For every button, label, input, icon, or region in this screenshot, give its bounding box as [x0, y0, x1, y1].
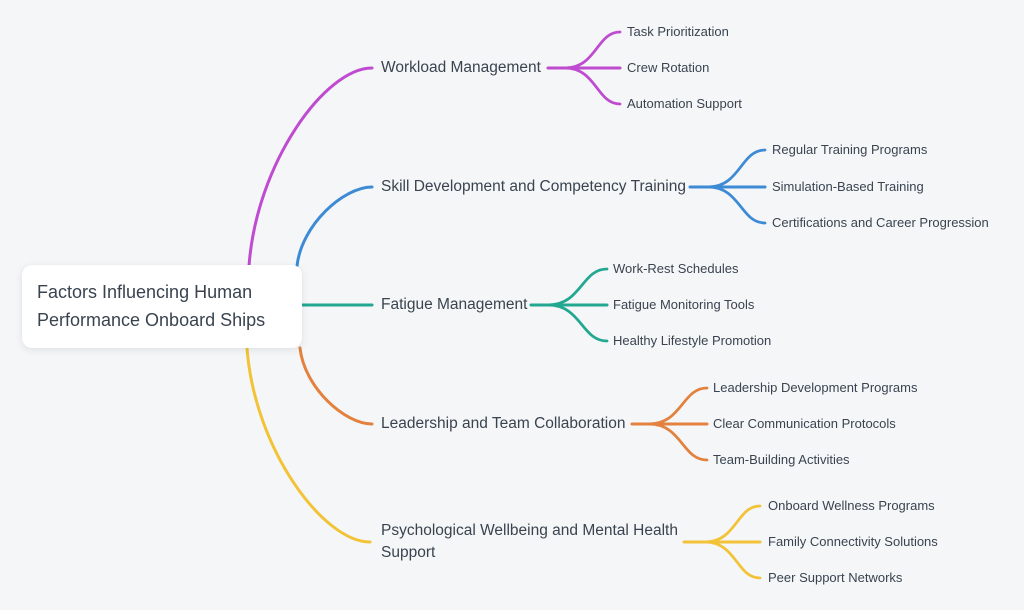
connector-path: [247, 66, 374, 268]
connector-path: [706, 148, 767, 189]
connector-path: [703, 504, 762, 544]
child-label: Work-Rest Schedules: [613, 261, 739, 276]
child-label: Peer Support Networks: [768, 570, 903, 585]
root-node-label-line-1: Factors Influencing Human: [37, 282, 253, 302]
branch-label: Psychological Wellbeing and Mental Healt…: [381, 522, 678, 561]
connector-path: [647, 422, 709, 462]
connector-path: [706, 185, 767, 225]
root-node-label-line-2: Performance Onboard Ships: [37, 310, 266, 330]
branch-label: Workload Management: [381, 59, 541, 76]
child-label: Crew Rotation: [627, 60, 710, 75]
root-node: Factors Influencing Human Performance On…: [22, 265, 302, 348]
child-label: Fatigue Monitoring Tools: [613, 297, 755, 312]
connector-path: [295, 185, 374, 268]
child-label: Clear Communication Protocols: [713, 416, 896, 431]
branch-label: Skill Development and Competency Trainin…: [381, 178, 686, 195]
connector-path: [546, 303, 609, 343]
child-label: Certifications and Career Progression: [772, 215, 989, 230]
child-label: Regular Training Programs: [772, 142, 928, 157]
connector-path: [563, 30, 622, 70]
child-label: Team-Building Activities: [713, 452, 850, 467]
child-label: Leadership Development Programs: [713, 380, 918, 395]
connector-path: [245, 346, 372, 544]
child-label: Healthy Lifestyle Promotion: [613, 333, 772, 348]
child-label: Automation Support: [627, 96, 742, 111]
branch-label: Fatigue Management: [381, 296, 528, 313]
child-label: Simulation-Based Training: [772, 179, 924, 194]
connector-path: [298, 346, 374, 426]
child-label: Task Prioritization: [627, 24, 729, 39]
child-label: Family Connectivity Solutions: [768, 534, 938, 549]
connector-path: [546, 267, 609, 307]
connector-path: [703, 540, 762, 580]
connector-path: [647, 386, 709, 426]
child-label: Onboard Wellness Programs: [768, 498, 935, 513]
connector-path: [563, 66, 622, 106]
branch-label: Leadership and Team Collaboration: [381, 415, 626, 432]
